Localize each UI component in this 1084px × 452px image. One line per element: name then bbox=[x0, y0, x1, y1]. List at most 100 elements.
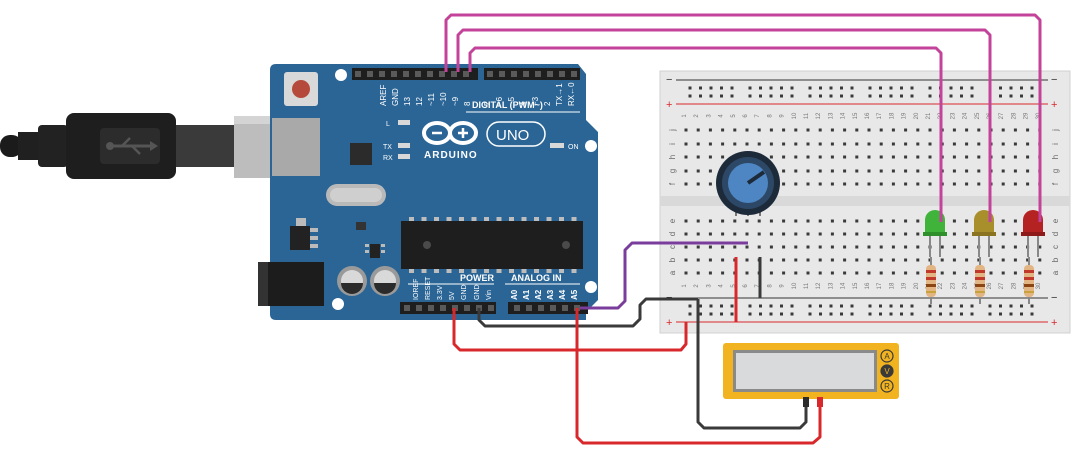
rail-hole[interactable] bbox=[1009, 312, 1013, 316]
breadboard-hole[interactable] bbox=[879, 271, 883, 275]
breadboard-hole[interactable] bbox=[696, 245, 700, 249]
breadboard-hole[interactable] bbox=[891, 169, 895, 173]
breadboard-hole[interactable] bbox=[904, 245, 908, 249]
breadboard-hole[interactable] bbox=[782, 155, 786, 159]
breadboard-hole[interactable] bbox=[806, 128, 810, 132]
rail-hole[interactable] bbox=[840, 86, 843, 90]
breadboard-hole[interactable] bbox=[965, 155, 969, 159]
rail-hole[interactable] bbox=[759, 94, 762, 98]
breadboard-hole[interactable] bbox=[916, 155, 920, 159]
pin-hole[interactable] bbox=[559, 71, 565, 77]
reset-button[interactable] bbox=[284, 72, 318, 106]
breadboard-hole[interactable] bbox=[757, 232, 761, 236]
breadboard-hole[interactable] bbox=[843, 169, 847, 173]
rail-hole[interactable] bbox=[928, 86, 932, 90]
wire-pin10-to-red-led[interactable] bbox=[444, 13, 1042, 222]
breadboard-hole[interactable] bbox=[843, 232, 847, 236]
breadboard-hole[interactable] bbox=[1026, 155, 1030, 159]
breadboard-hole[interactable] bbox=[891, 142, 895, 146]
rail-hole[interactable] bbox=[900, 94, 903, 98]
breadboard-hole[interactable] bbox=[769, 271, 773, 275]
breadboard-hole[interactable] bbox=[952, 169, 956, 173]
rail-hole[interactable] bbox=[970, 86, 974, 90]
rail-hole[interactable] bbox=[910, 304, 914, 308]
rail-hole[interactable] bbox=[999, 94, 1002, 98]
pin-hole[interactable] bbox=[355, 71, 361, 77]
rail-hole[interactable] bbox=[879, 312, 882, 316]
breadboard-hole[interactable] bbox=[867, 219, 871, 223]
rail-hole[interactable] bbox=[1020, 304, 1023, 308]
rail-hole[interactable] bbox=[790, 94, 794, 98]
rail-hole[interactable] bbox=[868, 304, 872, 308]
rail-hole[interactable] bbox=[960, 304, 963, 308]
breadboard-hole[interactable] bbox=[977, 142, 981, 146]
breadboard-hole[interactable] bbox=[782, 271, 786, 275]
rail-hole[interactable] bbox=[829, 86, 833, 90]
breadboard-hole[interactable] bbox=[843, 142, 847, 146]
breadboard-hole[interactable] bbox=[806, 155, 810, 159]
rail-hole[interactable] bbox=[699, 312, 702, 316]
rail-hole[interactable] bbox=[688, 94, 692, 98]
pin-hole[interactable] bbox=[499, 71, 505, 77]
rail-hole[interactable] bbox=[819, 304, 822, 308]
rail-hole[interactable] bbox=[1030, 86, 1034, 90]
rail-hole[interactable] bbox=[1009, 94, 1013, 98]
pin-hole[interactable] bbox=[488, 305, 494, 311]
breadboard-hole[interactable] bbox=[721, 219, 725, 223]
rail-hole[interactable] bbox=[748, 304, 752, 308]
breadboard-hole[interactable] bbox=[855, 182, 859, 186]
breadboard-hole[interactable] bbox=[818, 271, 822, 275]
rail-hole[interactable] bbox=[928, 94, 932, 98]
rail-hole[interactable] bbox=[840, 94, 843, 98]
rail-hole[interactable] bbox=[999, 304, 1002, 308]
breadboard-hole[interactable] bbox=[867, 128, 871, 132]
rail-hole[interactable] bbox=[868, 312, 872, 316]
breadboard-hole[interactable] bbox=[818, 142, 822, 146]
breadboard-hole[interactable] bbox=[891, 155, 895, 159]
breadboard-hole[interactable] bbox=[794, 271, 798, 275]
breadboard-hole[interactable] bbox=[989, 258, 993, 262]
rail-hole[interactable] bbox=[720, 312, 723, 316]
breadboard-hole[interactable] bbox=[733, 142, 737, 146]
breadboard-hole[interactable] bbox=[830, 128, 834, 132]
breadboard-hole[interactable] bbox=[733, 128, 737, 132]
probe-wire-black[interactable] bbox=[696, 299, 808, 430]
pin-hole[interactable] bbox=[416, 305, 422, 311]
breadboard-hole[interactable] bbox=[867, 232, 871, 236]
rail-hole[interactable] bbox=[730, 94, 734, 98]
breadboard-hole[interactable] bbox=[1013, 232, 1017, 236]
breadboard-hole[interactable] bbox=[745, 232, 749, 236]
breadboard-hole[interactable] bbox=[830, 142, 834, 146]
breadboard-hole[interactable] bbox=[684, 271, 688, 275]
breadboard-hole[interactable] bbox=[757, 142, 761, 146]
breadboard-hole[interactable] bbox=[989, 271, 993, 275]
pin-hole[interactable] bbox=[428, 305, 434, 311]
rail-hole[interactable] bbox=[879, 304, 882, 308]
rail-hole[interactable] bbox=[748, 94, 752, 98]
breadboard-hole[interactable] bbox=[745, 142, 749, 146]
breadboard-hole[interactable] bbox=[1001, 128, 1005, 132]
breadboard-hole[interactable] bbox=[1013, 258, 1017, 262]
breadboard-hole[interactable] bbox=[684, 219, 688, 223]
breadboard-hole[interactable] bbox=[1038, 258, 1042, 262]
rail-hole[interactable] bbox=[999, 312, 1002, 316]
breadboard-hole[interactable] bbox=[1026, 128, 1030, 132]
breadboard-hole[interactable] bbox=[684, 142, 688, 146]
rail-hole[interactable] bbox=[868, 86, 872, 90]
rail-hole[interactable] bbox=[759, 304, 762, 308]
rail-hole[interactable] bbox=[900, 86, 903, 90]
rail-hole[interactable] bbox=[829, 312, 833, 316]
pin-hole[interactable] bbox=[463, 71, 469, 77]
breadboard-hole[interactable] bbox=[1013, 169, 1017, 173]
resistor[interactable] bbox=[1024, 257, 1034, 304]
pin-hole[interactable] bbox=[523, 71, 529, 77]
breadboard-hole[interactable] bbox=[733, 232, 737, 236]
breadboard-hole[interactable] bbox=[952, 232, 956, 236]
breadboard-hole[interactable] bbox=[952, 182, 956, 186]
breadboard-hole[interactable] bbox=[952, 271, 956, 275]
breadboard-hole[interactable] bbox=[782, 128, 786, 132]
breadboard-hole[interactable] bbox=[904, 128, 908, 132]
breadboard-hole[interactable] bbox=[782, 232, 786, 236]
breadboard-hole[interactable] bbox=[1001, 169, 1005, 173]
